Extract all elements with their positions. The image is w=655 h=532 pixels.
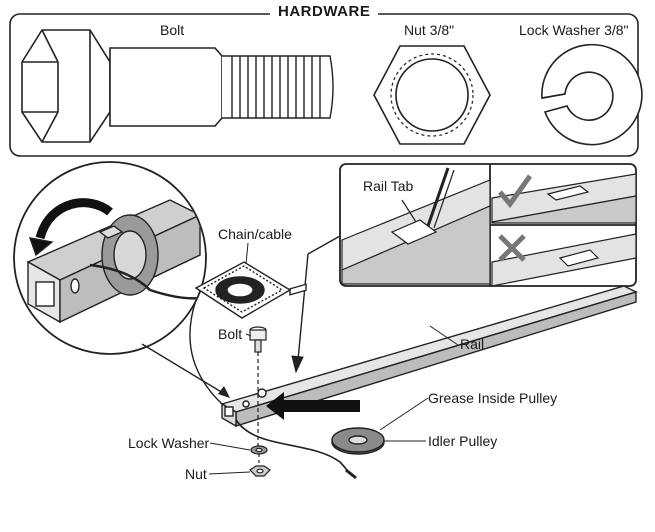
bolt-label: Bolt: [218, 326, 243, 342]
hardware-title: HARDWARE: [270, 3, 379, 20]
small-bolt: [249, 326, 267, 448]
hardware-bolt-label: Bolt: [160, 22, 185, 38]
hardware-nut-label: Nut 3/8": [404, 22, 455, 38]
hardware-lock-washer-label: Lock Washer 3/8": [519, 22, 629, 38]
chain-cable-label: Chain/cable: [218, 226, 292, 242]
insert-arrow: [266, 392, 360, 420]
hardware-nut-illustration: [373, 45, 491, 145]
leader-lines: [208, 242, 459, 475]
rail-label: Rail: [460, 336, 485, 352]
idler-pulley: [331, 427, 385, 455]
lock-washer-label: Lock Washer: [128, 435, 210, 451]
cable-lead: [235, 419, 357, 480]
rail-tab-label: Rail Tab: [363, 178, 414, 194]
zoom-circle-detail: [13, 161, 230, 398]
nut-label: Nut: [185, 466, 207, 482]
main-rail: [220, 283, 638, 428]
small-lock-washer: [250, 445, 268, 466]
hardware-bolt-illustration: [21, 29, 334, 143]
hardware-lock-washer-illustration: [541, 43, 643, 146]
small-nut: [249, 465, 271, 477]
idler-pulley-label: Idler Pulley: [428, 433, 498, 449]
grease-label: Grease Inside Pulley: [428, 390, 558, 406]
chain-cable-packet: [189, 261, 292, 405]
rail-tab-inset: [291, 163, 637, 374]
